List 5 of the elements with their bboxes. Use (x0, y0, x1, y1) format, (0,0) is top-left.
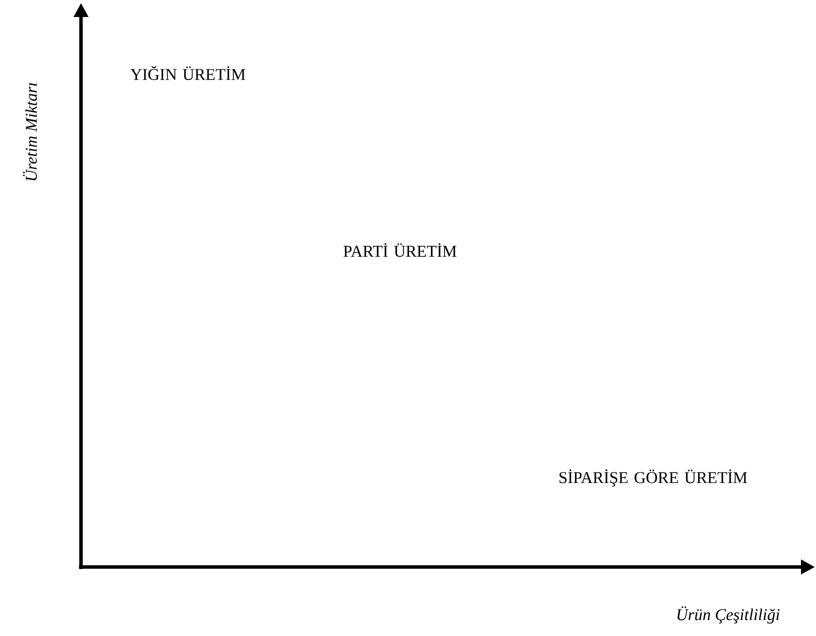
axis-label: Üretim Miktarı (23, 83, 37, 180)
region-label: SİPARİŞE GÖRE ÜRETİM (560, 469, 748, 487)
region-label: YIĞIN ÜRETİM (130, 66, 246, 80)
axis-label: Ürün Çeşitliliği (678, 606, 780, 624)
region-label: PARTİ ÜRETİM (344, 243, 456, 257)
